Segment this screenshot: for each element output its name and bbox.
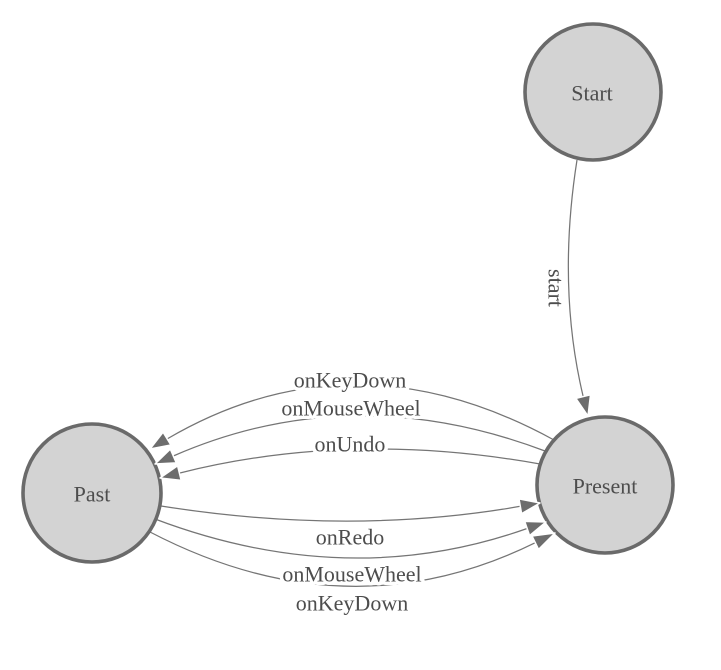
node-present <box>535 415 675 555</box>
arrowhead-present-to-past-onkeydown <box>149 431 172 450</box>
node-group <box>21 22 675 564</box>
edge-label-onmousewheel-top: onMouseWheel <box>281 396 420 421</box>
node-start <box>523 22 663 162</box>
node-present-label: Present <box>573 474 638 499</box>
edge-label-onkeydown-bottom: onKeyDown <box>296 591 408 616</box>
node-label-group: Start Past Present <box>74 81 638 507</box>
edge-past-to-present-onmousewheel <box>154 518 528 559</box>
arrowhead-start-to-present <box>575 394 592 417</box>
arrowhead-past-to-present-onmousewheel <box>523 520 547 537</box>
edge-present-to-past-onmousewheel <box>173 415 546 457</box>
edge-label-start: start <box>543 269 568 307</box>
edge-label-group: start onKeyDown onMouseWheel onUndo onRe… <box>278 266 572 620</box>
node-past <box>21 422 163 564</box>
node-past-label: Past <box>74 482 111 507</box>
edge-label-onundo: onUndo <box>315 432 386 457</box>
edge-label-onredo: onRedo <box>316 525 384 550</box>
edge-present-to-past-onkeydown <box>166 384 555 441</box>
arrowhead-present-to-past-onundo <box>159 465 182 482</box>
arrowhead-group <box>149 394 592 551</box>
edge-past-to-present-onredo <box>160 505 521 522</box>
edge-past-to-present-onkeydown <box>149 531 536 587</box>
edge-group <box>149 159 584 587</box>
arrowhead-present-to-past-onmousewheel <box>154 448 178 465</box>
edge-start-to-present <box>567 159 584 397</box>
edge-label-onmousewheel-bottom: onMouseWheel <box>282 562 421 587</box>
arrowhead-past-to-present-onkeydown <box>531 532 556 551</box>
node-start-label: Start <box>571 81 613 106</box>
edge-label-onkeydown-top: onKeyDown <box>294 368 406 393</box>
arrowhead-past-to-present-onredo <box>518 498 541 515</box>
edge-present-to-past-onundo <box>179 448 541 474</box>
